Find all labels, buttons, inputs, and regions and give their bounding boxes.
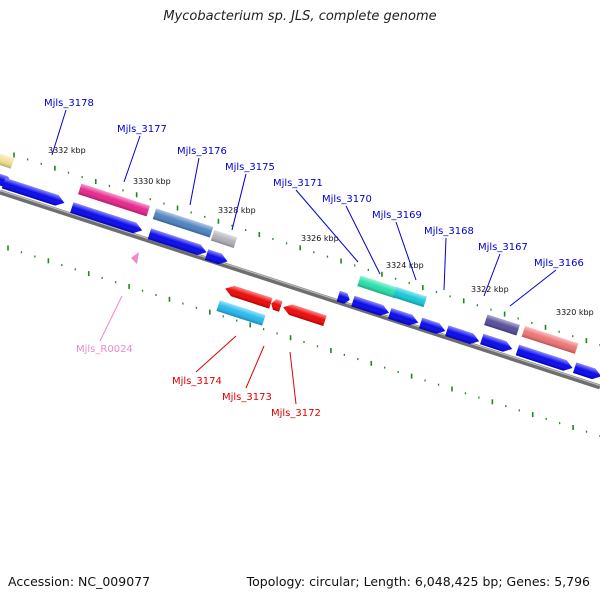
topology-summary: Topology: circular; Length: 6,048,425 bp… bbox=[246, 574, 590, 589]
gene-label-mjls-3177[interactable]: Mjls_3177 bbox=[117, 124, 167, 135]
genome-backbone-highlight bbox=[0, 189, 600, 387]
gene-label-mjls-r0024[interactable]: Mjls_R0024 bbox=[76, 344, 133, 355]
gene-label-mjls-3169[interactable]: Mjls_3169 bbox=[372, 210, 422, 221]
forward-gene-arrow[interactable] bbox=[147, 228, 208, 257]
label-leaders bbox=[51, 109, 557, 405]
cog-block[interactable] bbox=[484, 314, 520, 336]
reverse-gene-arrow[interactable] bbox=[281, 302, 327, 327]
kbp-label: 3332 kbp bbox=[48, 146, 86, 155]
label-leader-line bbox=[123, 135, 141, 183]
forward-gene-arrow[interactable] bbox=[336, 290, 352, 305]
gene-label-mjls-3173[interactable]: Mjls_3173 bbox=[222, 392, 272, 403]
gene-label-mjls-3171[interactable]: Mjls_3171 bbox=[273, 178, 323, 189]
forward-gene-arrow[interactable] bbox=[515, 344, 575, 373]
label-leader-line bbox=[483, 253, 501, 297]
cog-row bbox=[0, 151, 579, 354]
label-leader-line bbox=[245, 345, 265, 389]
label-leader-line bbox=[443, 237, 447, 291]
cog-block[interactable] bbox=[357, 275, 399, 299]
forward-gene-arrow[interactable] bbox=[388, 308, 420, 328]
forward-gene-arrow[interactable] bbox=[480, 333, 514, 354]
label-leader-line bbox=[289, 351, 297, 405]
rna-marker[interactable] bbox=[131, 252, 139, 264]
kbp-label: 3320 kbp bbox=[556, 308, 594, 317]
kbp-label: 3324 kbp bbox=[386, 261, 424, 270]
forward-gene-arrow[interactable] bbox=[572, 362, 600, 381]
cog-block[interactable] bbox=[0, 151, 15, 169]
tick-ring-inner bbox=[7, 245, 600, 437]
gene-label-mjls-3172[interactable]: Mjls_3172 bbox=[271, 408, 321, 419]
label-leader-line bbox=[51, 109, 67, 156]
reverse-gene-row bbox=[216, 283, 327, 327]
label-leader-line bbox=[295, 189, 359, 263]
label-leader-line bbox=[189, 157, 200, 206]
gene-label-mjls-3176[interactable]: Mjls_3176 bbox=[177, 146, 227, 157]
cog-block[interactable] bbox=[521, 326, 579, 354]
reverse-cog-block[interactable] bbox=[216, 300, 266, 326]
gene-labels: Mjls_3178 Mjls_3177 Mjls_3176 Mjls_3175 … bbox=[44, 98, 584, 419]
gene-label-mjls-3168[interactable]: Mjls_3168 bbox=[424, 226, 474, 237]
label-leader-line bbox=[395, 221, 417, 281]
accession-text: Accession: NC_009077 bbox=[8, 574, 151, 589]
rna-row bbox=[131, 252, 139, 264]
forward-gene-arrow[interactable] bbox=[418, 317, 447, 336]
label-leader-line bbox=[345, 205, 381, 275]
forward-gene-arrow[interactable] bbox=[70, 202, 144, 235]
page-title: Mycobacterium sp. JLS, complete genome bbox=[163, 9, 437, 24]
kbp-label: 3330 kbp bbox=[133, 177, 171, 186]
gene-label-mjls-3166[interactable]: Mjls_3166 bbox=[534, 258, 584, 269]
reverse-gene-arrow[interactable] bbox=[270, 298, 283, 312]
label-leader-line bbox=[99, 295, 123, 342]
cog-block[interactable] bbox=[393, 286, 427, 308]
forward-gene-arrow[interactable] bbox=[445, 325, 481, 347]
kbp-label: 3322 kbp bbox=[471, 285, 509, 294]
gene-label-mjls-3170[interactable]: Mjls_3170 bbox=[322, 194, 372, 205]
cog-block[interactable] bbox=[78, 183, 150, 217]
gene-label-mjls-3178[interactable]: Mjls_3178 bbox=[44, 98, 94, 109]
label-leader-line bbox=[231, 173, 247, 231]
label-leader-line bbox=[195, 335, 237, 373]
forward-gene-row bbox=[0, 173, 600, 381]
reverse-gene-arrow[interactable] bbox=[223, 283, 273, 309]
forward-gene-arrow[interactable] bbox=[204, 249, 229, 266]
gene-label-mjls-3174[interactable]: Mjls_3174 bbox=[172, 376, 222, 387]
gene-label-mjls-3167[interactable]: Mjls_3167 bbox=[478, 242, 528, 253]
cog-block[interactable] bbox=[210, 230, 238, 248]
genome-backbone bbox=[0, 189, 600, 390]
forward-gene-arrow[interactable] bbox=[351, 295, 391, 318]
forward-gene-arrow[interactable] bbox=[1, 177, 66, 208]
gene-label-mjls-3175[interactable]: Mjls_3175 bbox=[225, 162, 275, 173]
label-leader-line bbox=[509, 269, 557, 307]
cog-block[interactable] bbox=[152, 208, 214, 238]
tick-ring-outer bbox=[13, 152, 600, 346]
kbp-label: 3326 kbp bbox=[301, 234, 339, 243]
